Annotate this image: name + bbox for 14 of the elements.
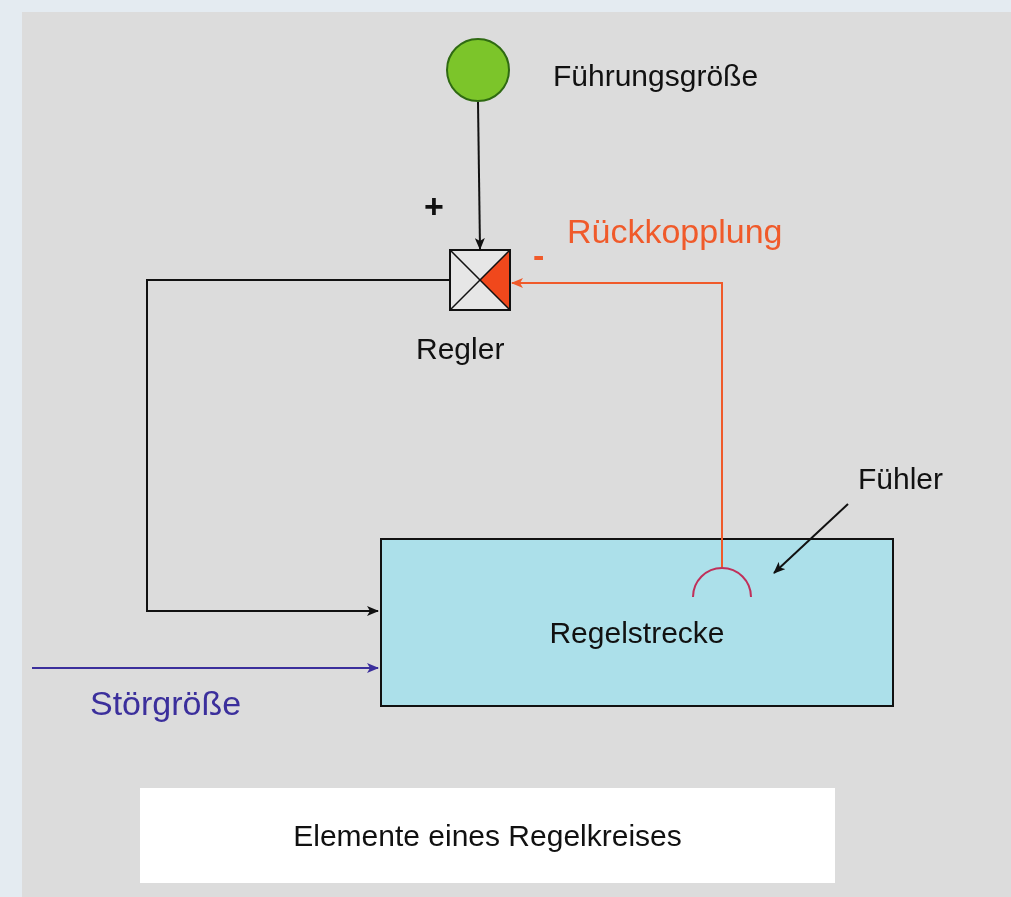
- controller-box: [449, 249, 511, 311]
- leader-line: [773, 503, 849, 574]
- arrow: [474, 101, 485, 250]
- caption: Elemente eines Regelkreises: [140, 788, 835, 883]
- sign-label: -: [533, 238, 545, 272]
- sign-label: +: [424, 189, 444, 223]
- sensor-label: Fühler: [858, 462, 944, 495]
- arrow: [146, 279, 450, 616]
- disturbance-arrow: [31, 663, 379, 673]
- process-box: [380, 538, 894, 707]
- feedback-arrow: [511, 278, 723, 568]
- process-label: Regelstrecke: [549, 615, 725, 650]
- node-caption: Führungsgröße: [553, 61, 759, 91]
- node-caption: Regler: [416, 334, 505, 364]
